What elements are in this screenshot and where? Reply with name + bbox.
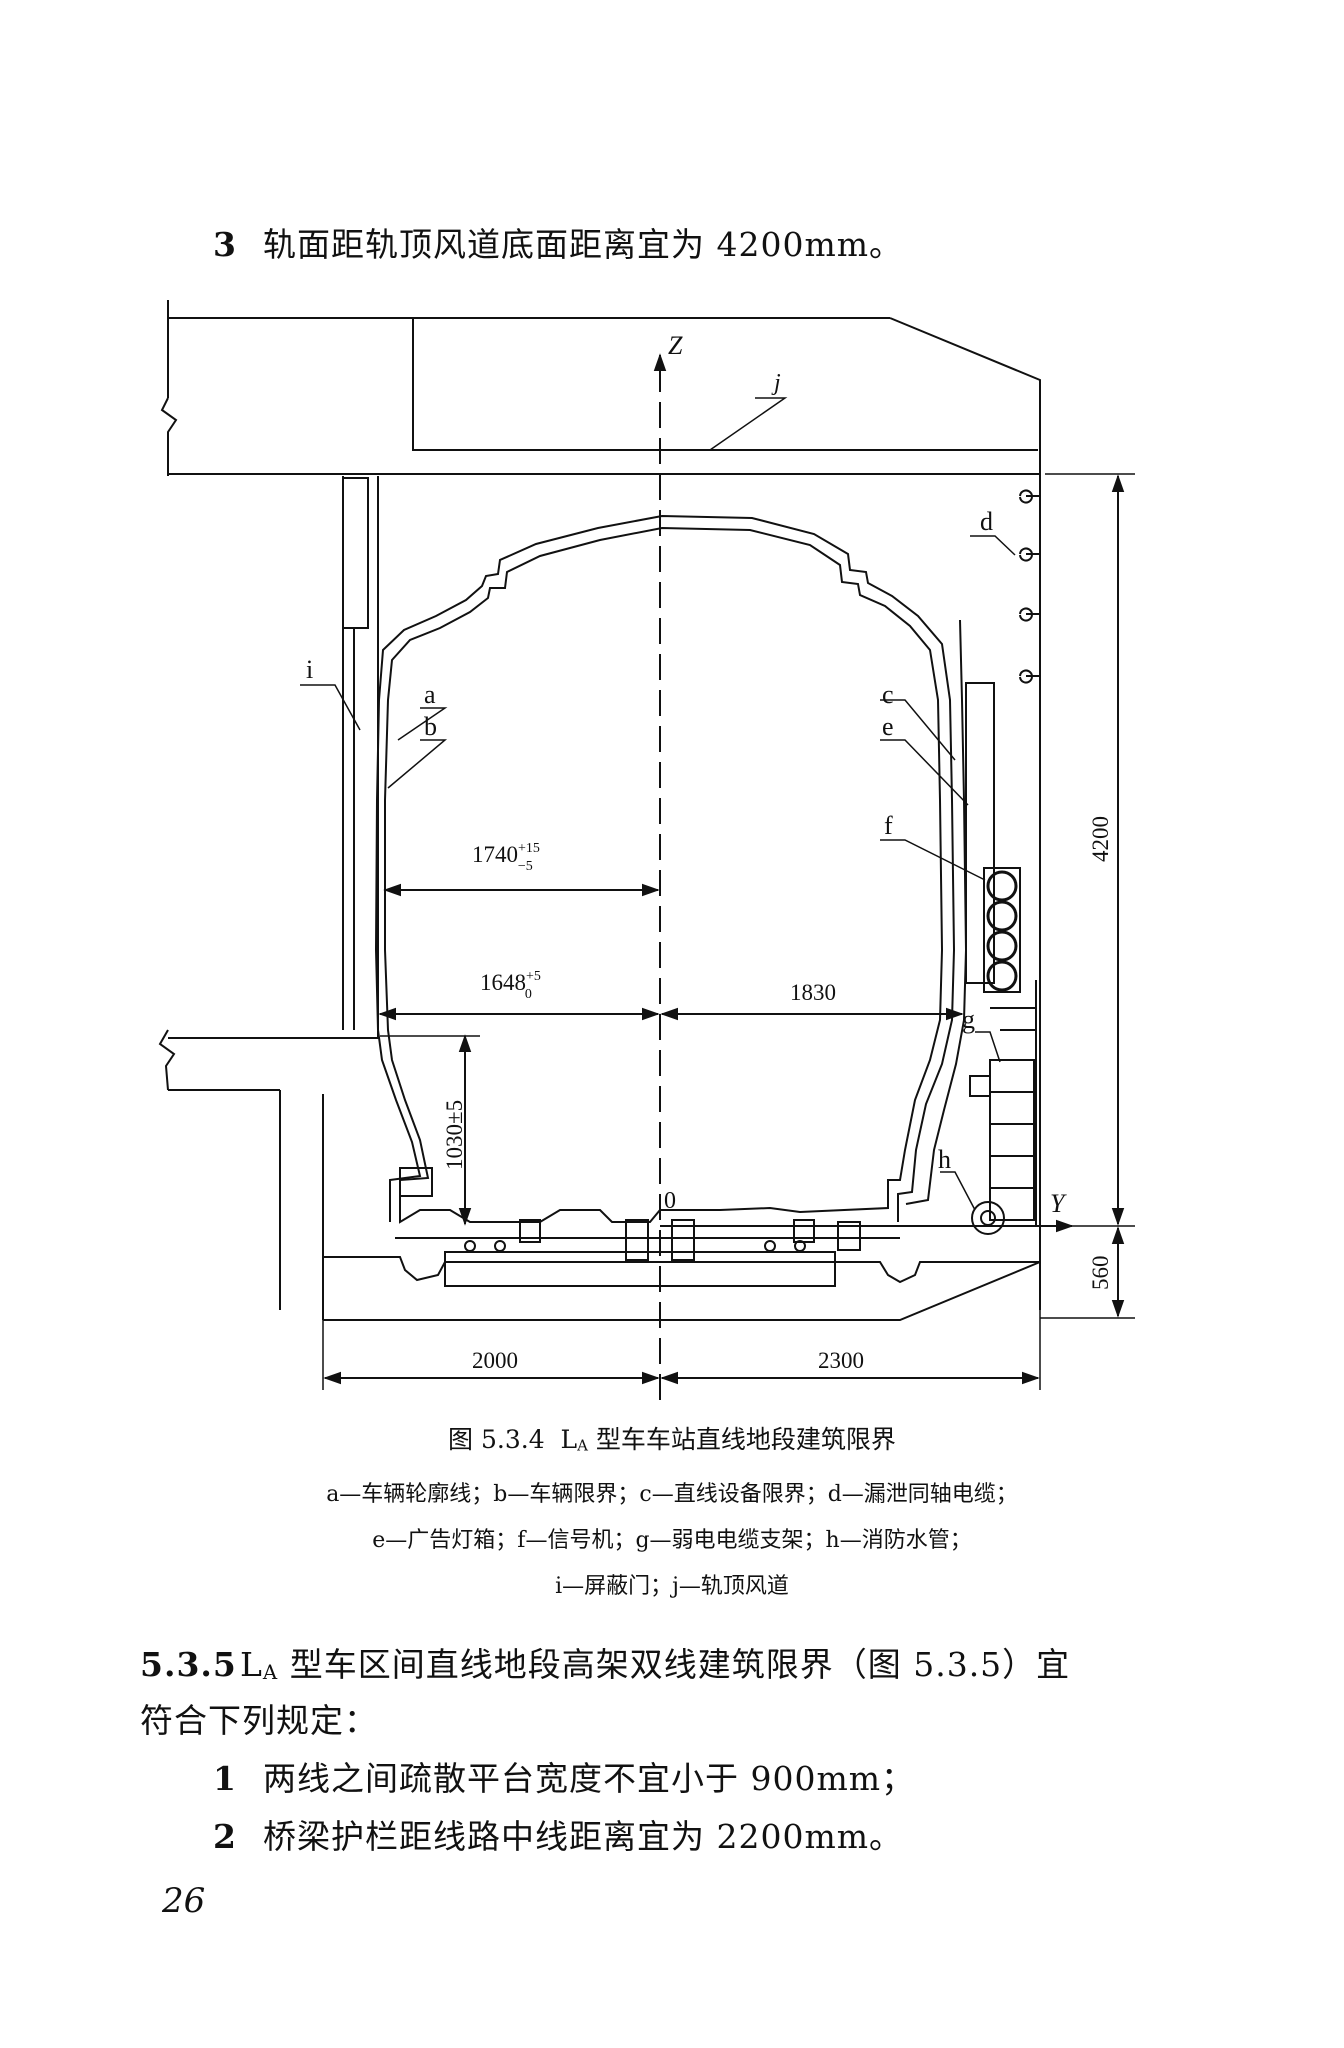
legend-line: e—广告灯箱；f—信号机；g—弱电电缆支架；h—消防水管； xyxy=(372,1528,972,1553)
label-y: Y xyxy=(1050,1189,1067,1218)
label-a: a xyxy=(424,680,436,709)
vehicle-envelope-b xyxy=(374,514,956,1222)
dim-1830: 1830 xyxy=(790,980,836,1005)
air-duct-j xyxy=(412,318,1038,451)
item-2: 2 桥梁护栏距线路中线距离宜为 2200mm。 xyxy=(213,1810,903,1858)
clause-535-line-1: 5.3.5LA 型车区间直线地段高架双线建筑限界（图 5.3.5）宜 xyxy=(140,1638,1070,1686)
top-slab xyxy=(160,300,1041,1310)
label-d: d xyxy=(980,507,993,536)
caption-sub: A xyxy=(577,1436,588,1455)
cable-bracket-g xyxy=(969,980,1037,1226)
ad-lightbox-e xyxy=(965,682,995,984)
clause-535-text-1: 型车区间直线地段高架双线建筑限界（图 5.3.5）宜 xyxy=(289,1645,1071,1684)
platform xyxy=(158,1029,379,1320)
dim-560: 560 xyxy=(1088,1256,1113,1291)
label-z: Z xyxy=(668,331,683,360)
equipment-clearance-c xyxy=(905,619,968,1205)
clause-3-number: 3 xyxy=(213,225,237,264)
caption-l: L xyxy=(560,1425,578,1454)
clause-535-text-2: 符合下列规定： xyxy=(140,1701,378,1740)
clause-535-number: 5.3.5 xyxy=(140,1645,237,1684)
track-bed xyxy=(323,1237,1041,1321)
label-b: b xyxy=(424,712,437,741)
clause-535-l: L xyxy=(240,1645,263,1684)
rail-fasteners xyxy=(399,1167,861,1261)
dim-4200: 4200 xyxy=(1088,816,1113,862)
leaky-cable-d xyxy=(1019,489,1040,684)
label-g: g xyxy=(962,1005,975,1034)
clause-3: 3 轨面距轨顶风道底面距离宜为 4200mm。 xyxy=(213,218,903,266)
label-e: e xyxy=(882,712,894,741)
legend-line: a—车辆轮廓线；b—车辆限界；c—直线设备限界；d—漏泄同轴电缆； xyxy=(326,1482,1018,1507)
label-j: j xyxy=(771,370,781,396)
screen-door-i xyxy=(342,476,379,1030)
page-number: 26 xyxy=(162,1881,206,1921)
label-origin: 0 xyxy=(664,1188,676,1214)
caption-prefix: 图 5.3.4 xyxy=(448,1425,545,1454)
item-1: 1 两线之间疏散平台宽度不宜小于 900mm； xyxy=(213,1752,915,1800)
clause-3-text: 轨面距轨顶风道底面距离宜为 4200mm。 xyxy=(263,225,904,264)
legend-line: i—屏蔽门；j—轨顶风道 xyxy=(555,1574,789,1599)
caption-rest: 型车车站直线地段建筑限界 xyxy=(595,1425,896,1454)
dim-2300: 2300 xyxy=(818,1348,864,1373)
fire-pipe-h xyxy=(971,1201,1005,1235)
clause-535-line-2: 符合下列规定： xyxy=(140,1694,378,1742)
clause-535-sub: A xyxy=(262,1660,279,1684)
label-h: h xyxy=(938,1145,951,1174)
label-i: i xyxy=(306,655,313,684)
item-2-number: 2 xyxy=(213,1817,237,1856)
station-clearance-diagram: j Z d i a b c e f g h Y 0 1740+15−5 1648… xyxy=(158,300,1135,1400)
signal-f xyxy=(983,867,1021,993)
vehicle-profile-a xyxy=(384,526,944,1224)
item-1-number: 1 xyxy=(213,1759,237,1798)
dim-1740: 1740+15−5 xyxy=(472,841,540,874)
figure-caption: 图 5.3.4 LA 型车车站直线地段建筑限界 xyxy=(0,1420,1344,1456)
dim-2000: 2000 xyxy=(472,1348,518,1373)
item-1-text: 两线之间疏散平台宽度不宜小于 900mm； xyxy=(263,1759,916,1798)
label-f: f xyxy=(884,811,893,840)
dim-1030: 1030±5 xyxy=(442,1100,467,1170)
item-2-text: 桥梁护栏距线路中线距离宜为 2200mm。 xyxy=(263,1817,904,1856)
label-c: c xyxy=(882,680,894,709)
